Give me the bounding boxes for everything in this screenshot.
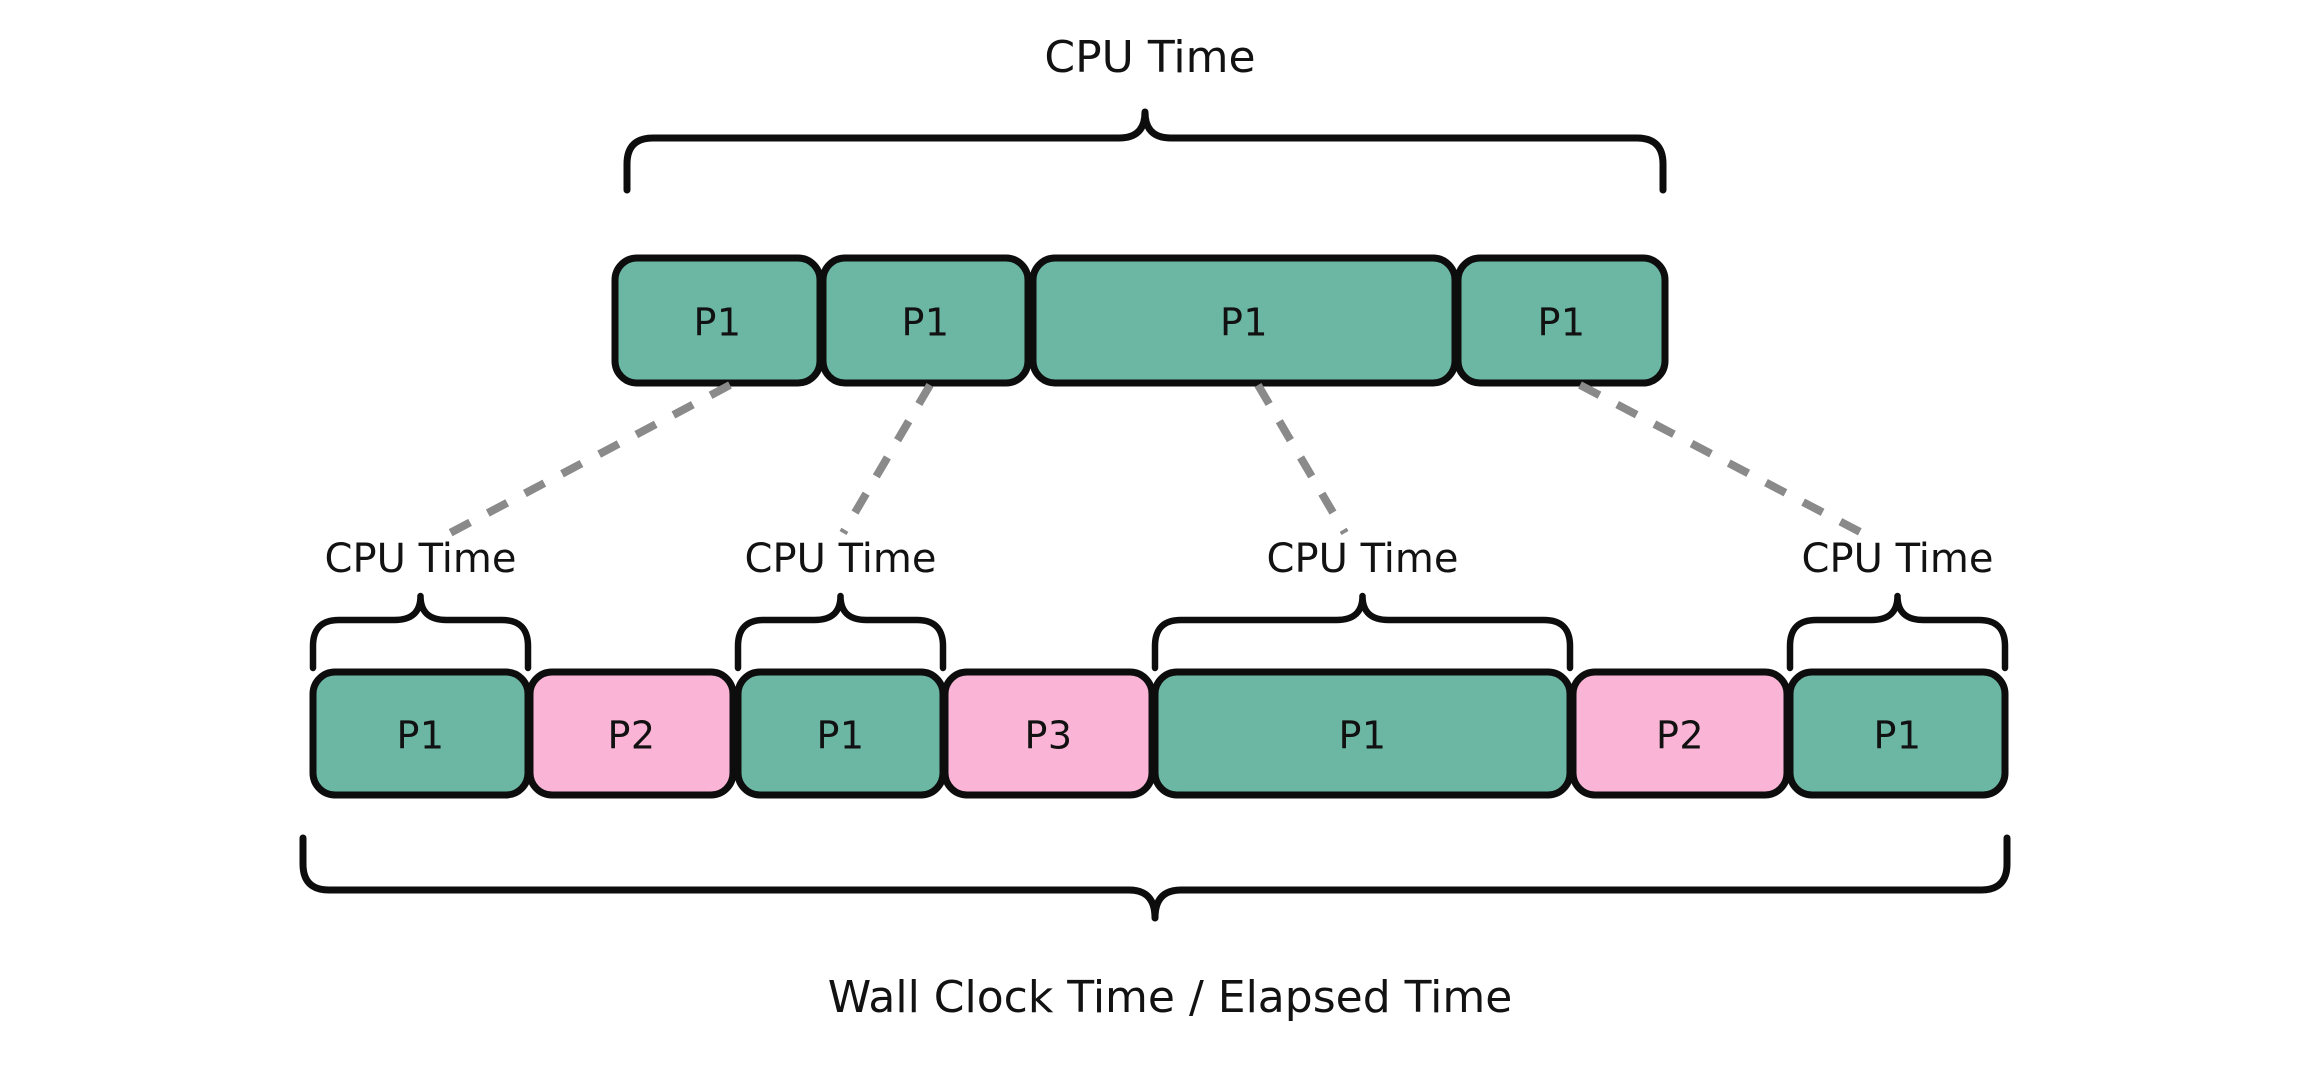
- connector-line-1: [448, 381, 732, 537]
- connector-line-4: [1578, 381, 1864, 537]
- top-block-label-4: P1: [1537, 301, 1585, 345]
- top-block-rect-p1-4: [1454, 254, 1669, 387]
- bottom-block-6: P2: [1569, 668, 1791, 799]
- bottom-block-label-7: P1: [1873, 714, 1921, 758]
- bottom-block-label-2: P2: [607, 714, 655, 758]
- bottom-block-5: P1: [1151, 668, 1574, 799]
- segment-brace-label-3: CPU Time: [1267, 536, 1459, 582]
- bottom-brace-path: [299, 834, 2011, 922]
- top-block-label-3: P1: [1220, 301, 1268, 345]
- segment-brace-1: CPU Time: [309, 536, 532, 672]
- segment-brace-label-1: CPU Time: [325, 536, 517, 582]
- bottom-block-7: P1: [1786, 668, 2009, 799]
- top-block-3: P1: [1029, 254, 1459, 387]
- bottom-brace: [299, 834, 2011, 922]
- segment-brace-4: CPU Time: [1786, 536, 2009, 672]
- top-block-label-1: P1: [693, 301, 741, 345]
- segment-braces: CPU Time CPU Time CPU Time CPU Time: [309, 536, 2009, 672]
- bottom-block-rect-p2-2: [526, 668, 737, 799]
- top-block-2: P1: [819, 254, 1032, 387]
- connector-lines: [448, 381, 1864, 537]
- connector-line-2: [839, 382, 934, 536]
- connector-line-3: [1254, 382, 1349, 536]
- bottom-block-2: P2: [526, 668, 737, 799]
- bottom-row-blocks: P1 P2 P1 P3 P1 P2 P1: [309, 668, 2009, 799]
- bottom-caption-label: Wall Clock Time / Elapsed Time: [828, 972, 1513, 1023]
- bottom-block-label-1: P1: [396, 714, 444, 758]
- segment-brace-path-2: [734, 592, 947, 672]
- segment-brace-2: CPU Time: [734, 536, 947, 672]
- segment-brace-path-3: [1151, 592, 1574, 672]
- segment-brace-path-4: [1786, 592, 2009, 672]
- segment-brace-3: CPU Time: [1151, 536, 1574, 672]
- bottom-block-label-5: P1: [1338, 714, 1386, 758]
- bottom-block-label-4: P3: [1024, 714, 1072, 758]
- bottom-block-label-6: P2: [1656, 714, 1704, 758]
- top-block-1: P1: [611, 254, 824, 387]
- bottom-block-4: P3: [941, 668, 1156, 799]
- bottom-block-3: P1: [734, 668, 947, 799]
- top-block-4: P1: [1454, 254, 1669, 387]
- top-block-rect-p1-2: [819, 254, 1032, 387]
- segment-brace-label-4: CPU Time: [1802, 536, 1994, 582]
- bottom-block-rect-p1-7: [1786, 668, 2009, 799]
- segment-brace-label-2: CPU Time: [745, 536, 937, 582]
- segment-brace-path-1: [309, 592, 532, 672]
- bottom-block-1: P1: [309, 668, 532, 799]
- top-brace-path: [623, 108, 1667, 194]
- top-brace: [623, 108, 1667, 194]
- top-row-blocks: P1 P1 P1 P1: [611, 254, 1669, 387]
- top-block-label-2: P1: [901, 301, 949, 345]
- top-caption-label: CPU Time: [1044, 32, 1255, 83]
- bottom-block-label-3: P1: [816, 714, 864, 758]
